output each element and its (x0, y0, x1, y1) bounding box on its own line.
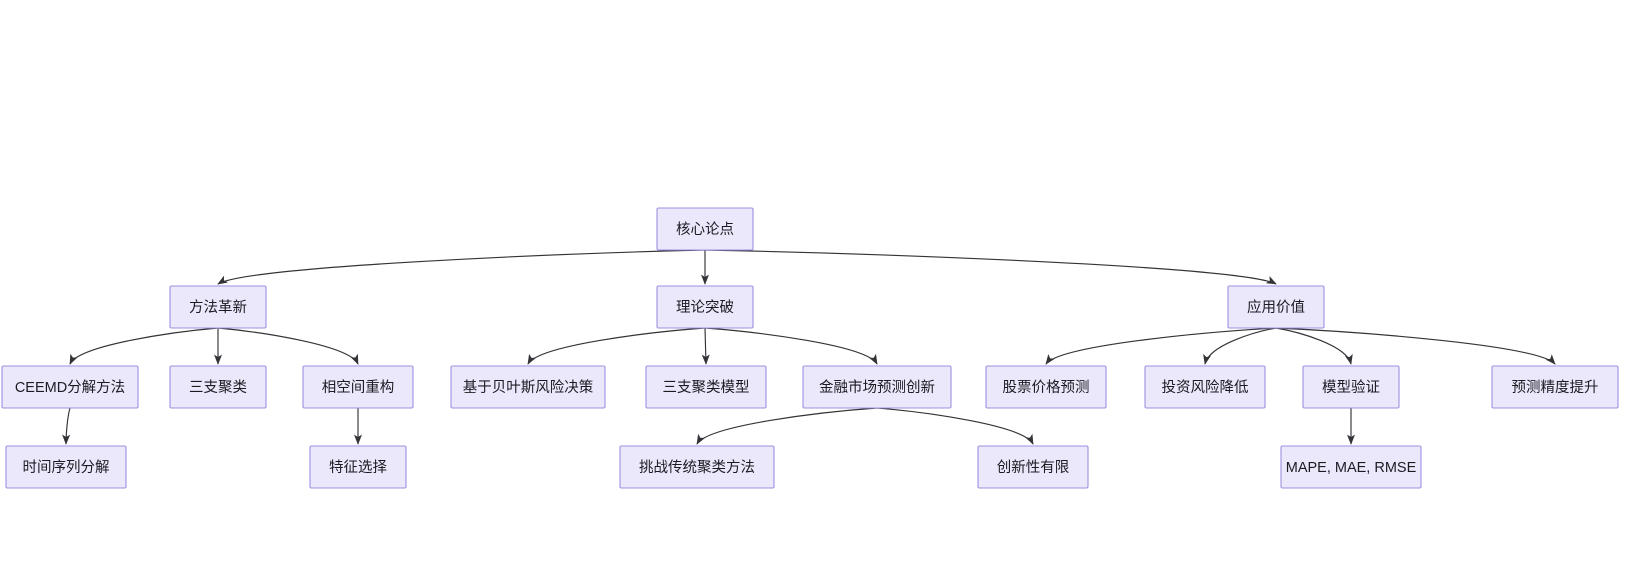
node-box[interactable] (802, 365, 952, 409)
node-label: 预测精度提升 (1512, 379, 1599, 396)
edge-l1c-to-l2i (1275, 327, 1353, 365)
node-box[interactable] (1491, 365, 1619, 409)
node-label: 金融市场预测创新 (819, 379, 935, 396)
node-box[interactable] (169, 285, 267, 329)
node-label: 三支聚类模型 (663, 379, 750, 396)
edges-layer (62, 249, 1556, 445)
node-box[interactable] (302, 365, 414, 409)
edge-l1b-to-l2f (704, 327, 878, 365)
node-box[interactable] (309, 445, 407, 489)
node-l3a[interactable]: 时间序列分解 (5, 445, 127, 489)
node-label: 基于贝叶斯风险决策 (463, 379, 594, 396)
node-root[interactable]: 核心论点 (656, 207, 754, 251)
node-label: 投资风险降低 (1162, 379, 1249, 396)
node-box[interactable] (977, 445, 1089, 489)
node-label: 应用价值 (1247, 298, 1305, 316)
node-label: 时间序列分解 (23, 459, 110, 476)
edge-l1c-to-l2h (1203, 327, 1277, 365)
edge-l1c-to-l2j (1275, 327, 1556, 365)
node-l3c[interactable]: 挑战传统聚类方法 (619, 445, 775, 489)
node-label: 相空间重构 (322, 379, 395, 396)
node-l2j[interactable]: 预测精度提升 (1491, 365, 1619, 409)
node-box[interactable] (1280, 445, 1422, 489)
edge-l1b-to-l2d (527, 327, 706, 365)
node-label: 模型验证 (1322, 379, 1380, 396)
node-l2g[interactable]: 股票价格预测 (985, 365, 1107, 409)
edge-l1a-to-l2a (69, 327, 219, 365)
node-l3b[interactable]: 特征选择 (309, 445, 407, 489)
node-label: CEEMD分解方法 (15, 379, 125, 396)
node-l1a[interactable]: 方法革新 (169, 285, 267, 329)
node-label: 理论突破 (676, 299, 734, 316)
node-box[interactable] (450, 365, 606, 409)
node-box[interactable] (5, 445, 127, 489)
node-label: 股票价格预测 (1003, 379, 1090, 396)
node-box[interactable] (985, 365, 1107, 409)
node-l2h[interactable]: 投资风险降低 (1144, 365, 1266, 409)
edge-l1c-to-l2g (1045, 327, 1277, 365)
edge-l2a-to-l3a (62, 407, 71, 445)
edge-root-to-l1a (217, 249, 706, 285)
node-l2d[interactable]: 基于贝叶斯风险决策 (450, 365, 606, 409)
edge-l1a-to-l2c (217, 327, 359, 365)
edge-l2f-to-l3d (876, 407, 1034, 445)
node-l2b[interactable]: 三支聚类 (169, 365, 267, 409)
node-box[interactable] (656, 285, 754, 329)
node-label: 特征选择 (329, 459, 387, 476)
node-l3e[interactable]: MAPE, MAE, RMSE (1280, 445, 1422, 489)
node-box[interactable] (619, 445, 775, 489)
node-l3d[interactable]: 创新性有限 (977, 445, 1089, 489)
node-l1c[interactable]: 应用价值 (1227, 285, 1325, 329)
node-l2c[interactable]: 相空间重构 (302, 365, 414, 409)
node-label: 三支聚类 (189, 379, 247, 396)
node-label: 创新性有限 (997, 459, 1070, 476)
node-box[interactable] (1, 365, 139, 409)
node-box[interactable] (1144, 365, 1266, 409)
node-box[interactable] (645, 365, 767, 409)
node-box[interactable] (1302, 365, 1400, 409)
node-l2f[interactable]: 金融市场预测创新 (802, 365, 952, 409)
node-l1b[interactable]: 理论突破 (656, 285, 754, 329)
node-label: 核心论点 (676, 221, 734, 238)
node-l2e[interactable]: 三支聚类模型 (645, 365, 767, 409)
node-label: 挑战传统聚类方法 (639, 459, 755, 476)
node-l2i[interactable]: 模型验证 (1302, 365, 1400, 409)
node-label: MAPE, MAE, RMSE (1286, 460, 1417, 476)
node-box[interactable] (1227, 285, 1325, 329)
edge-l2f-to-l3c (696, 407, 878, 445)
node-l2a[interactable]: CEEMD分解方法 (1, 365, 139, 409)
edge-root-to-l1c (704, 249, 1277, 285)
node-box[interactable] (169, 365, 267, 409)
node-label: 方法革新 (189, 299, 247, 316)
edge-l1b-to-l2e (701, 327, 710, 365)
node-box[interactable] (656, 207, 754, 251)
